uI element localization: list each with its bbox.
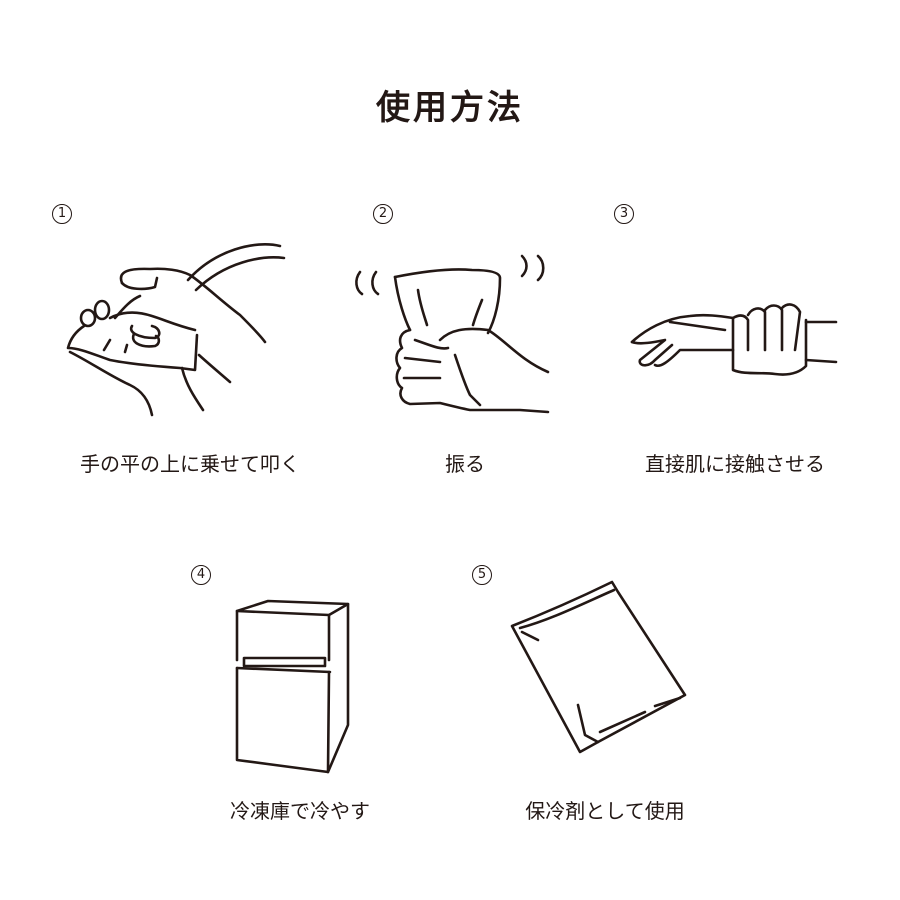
page-title: 使用方法 [376, 88, 524, 128]
step-number-4: 4 [191, 565, 211, 585]
step-number-2: 2 [373, 204, 393, 224]
step-4-caption: 冷凍庫で冷やす [230, 799, 370, 823]
step-2-caption: 振る [445, 452, 485, 476]
step-number-3: 3 [614, 204, 634, 224]
step-3-caption: 直接肌に接触させる [645, 452, 825, 476]
step-1-caption: 手の平の上に乗せて叩く [80, 452, 300, 476]
step-number-1: 1 [52, 204, 72, 224]
step-5-caption: 保冷剤として使用 [525, 799, 685, 823]
step-number-5: 5 [472, 565, 492, 585]
